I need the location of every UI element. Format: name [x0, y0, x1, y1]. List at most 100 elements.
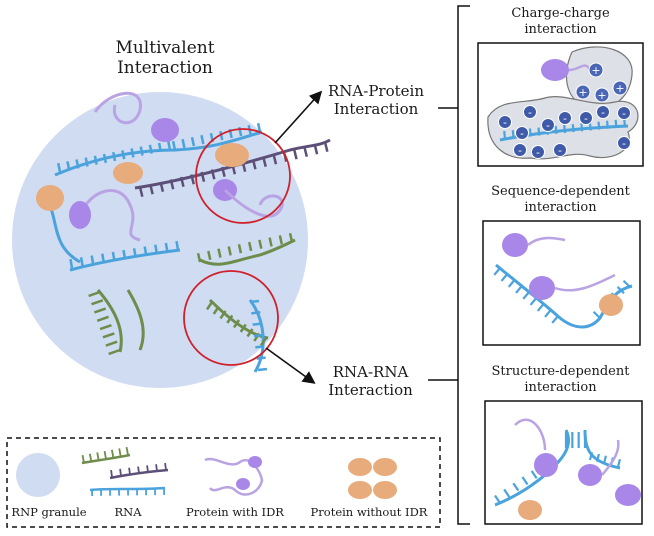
rna-base-tick	[250, 301, 259, 302]
rna-base-tick	[113, 152, 115, 161]
rna-base-tick	[257, 358, 266, 359]
legend-granule-icon	[16, 453, 60, 497]
rna-base-tick	[538, 128, 539, 136]
idr-protein	[151, 118, 179, 142]
idr-protein	[529, 276, 555, 300]
rna-base-tick	[166, 243, 168, 252]
charge-symbol: -	[622, 107, 626, 120]
rna-base-tick	[168, 141, 170, 150]
protein-without-idr	[518, 500, 542, 520]
charge-symbol: +	[597, 89, 606, 102]
idr-protein	[534, 453, 558, 477]
rna-protein-line-1: RNA-Protein	[315, 82, 437, 100]
rna-base-tick	[86, 158, 88, 167]
rna-base-tick	[112, 450, 113, 458]
rna-protein-line-2: Interaction	[315, 100, 437, 118]
rna-base-tick	[111, 470, 112, 477]
charge-symbol: -	[584, 112, 588, 125]
protein-without-idr	[215, 143, 249, 167]
idr-protein	[502, 233, 528, 257]
charge-symbol: -	[563, 112, 567, 125]
rna-base-tick	[95, 156, 97, 165]
protein-without-idr	[599, 294, 623, 316]
panel-sequence-title: Sequence-dependent interaction	[478, 184, 643, 215]
rna-base-tick	[113, 252, 115, 261]
rna-base-tick	[156, 464, 157, 471]
legend-no-idr-label: Protein without IDR	[300, 506, 438, 520]
rna-base-tick	[120, 469, 121, 476]
idr-protein	[578, 464, 602, 486]
rna-base-tick	[155, 245, 157, 254]
rna-base-tick	[530, 128, 531, 136]
charge-symbol: +	[578, 86, 587, 99]
legend-rna-label: RNA	[108, 506, 148, 520]
rna-base-tick	[92, 256, 94, 265]
charge-symbol: -	[503, 116, 507, 129]
charge-symbol: -	[546, 119, 550, 132]
legend-idr-icon	[205, 456, 262, 495]
diagram-title: Multivalent Interaction	[110, 38, 220, 79]
rna-base-tick	[138, 467, 139, 474]
rna-base-tick	[127, 447, 128, 455]
panel-structure-line-2: interaction	[478, 380, 643, 396]
charge-symbol: -	[622, 137, 626, 150]
rna-base-tick	[105, 451, 106, 459]
arrow-rna-rna	[266, 348, 313, 382]
rna-base-tick	[134, 248, 136, 257]
charge-symbol: -	[528, 106, 532, 119]
rna-base-tick	[145, 247, 147, 256]
rna-base-tick	[70, 259, 72, 268]
panel-charge-line-1: Charge-charge	[478, 6, 643, 22]
charge-symbol: -	[601, 106, 605, 119]
rna-base-tick	[122, 150, 124, 159]
charge-symbol: -	[558, 144, 562, 157]
panel-charge-title: Charge-charge interaction	[478, 6, 643, 37]
charge-symbol: -	[536, 146, 540, 159]
rna-rna-label: RNA-RNA Interaction	[313, 363, 428, 399]
rna-base-tick	[147, 465, 148, 472]
title-line-2: Interaction	[110, 58, 220, 78]
panel-charge-line-2: interaction	[478, 22, 643, 38]
rna-base-tick	[581, 123, 582, 131]
legend-granule-label: RNP granule	[10, 506, 88, 520]
rna-base-tick	[67, 161, 69, 170]
rna-base-tick	[573, 124, 574, 132]
charge-symbol: +	[615, 82, 624, 95]
rna-base-tick	[132, 149, 134, 158]
rna-base-tick	[564, 125, 565, 133]
rna-base-tick	[513, 130, 514, 138]
rna-base-tick	[141, 147, 143, 156]
rna-base-tick	[150, 145, 152, 154]
rna-base-tick	[258, 369, 267, 370]
rna-base-tick	[607, 121, 608, 129]
rna-base-tick	[255, 346, 264, 347]
rna-base-tick	[294, 150, 296, 160]
rna-base-tick	[556, 126, 557, 134]
rna-base-tick	[254, 335, 263, 336]
charge-symbol: -	[518, 144, 522, 157]
rna-base-tick	[159, 143, 161, 152]
rna-base-tick	[77, 160, 79, 169]
idr-protein	[541, 59, 569, 81]
charge-symbol: -	[520, 127, 524, 140]
panel-sequence-line-1: Sequence-dependent	[478, 184, 643, 200]
rna-base-tick	[504, 131, 505, 139]
charge-symbol: +	[591, 64, 600, 77]
rna-base-tick	[304, 147, 306, 157]
panel-sequence-line-2: interaction	[478, 200, 643, 216]
rna-base-tick	[325, 142, 327, 152]
rna-base-tick	[81, 257, 83, 266]
legend-idr-label: Protein with IDR	[176, 506, 294, 520]
title-line-1: Multivalent	[110, 38, 220, 58]
rna-base-tick	[253, 324, 262, 325]
panel-structure-title: Structure-dependent interaction	[478, 364, 643, 395]
legend-no-idr-icon	[348, 458, 397, 499]
rna-base-tick	[129, 468, 130, 475]
rna-base-tick	[97, 452, 98, 460]
rna-base-tick	[176, 241, 178, 250]
rna-rna-line-2: Interaction	[313, 381, 428, 399]
legend-rna-icon	[82, 447, 168, 496]
idr-protein	[69, 201, 91, 229]
